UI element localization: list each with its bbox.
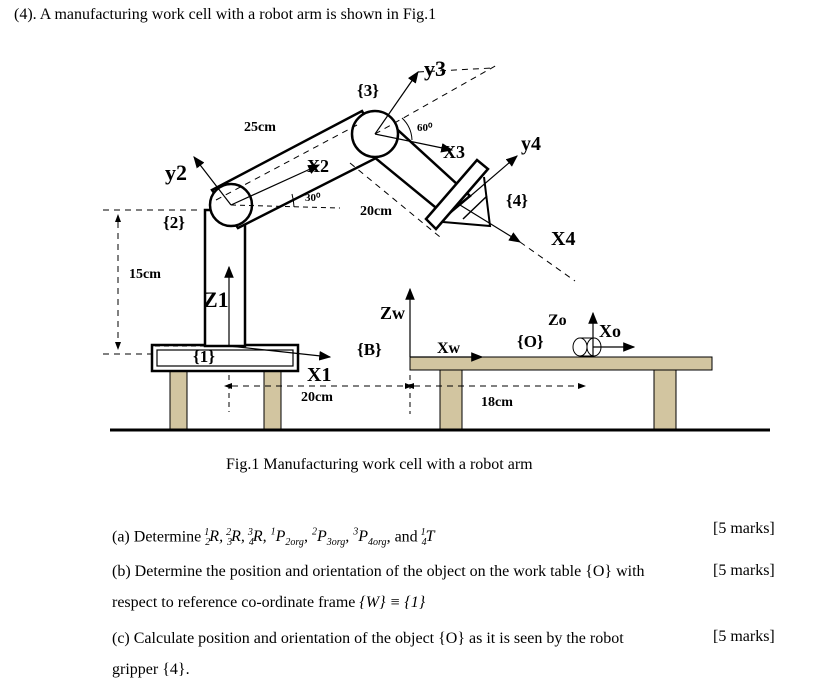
angle-30-label: 30⁰ (305, 192, 321, 204)
xo-label: Xo (599, 321, 621, 341)
z1-label: Z1 (203, 287, 229, 312)
zw-label: Zw (380, 303, 405, 323)
question-c-line2: gripper {4}. (112, 661, 190, 678)
frame-4-label: {4} (506, 191, 528, 210)
marks-b: [5 marks] (713, 562, 775, 579)
y3-label: y3 (424, 56, 446, 81)
xw-label: Xw (437, 340, 461, 357)
work-cell-diagram: {3} y3 60⁰ X3 y4 {4} X4 25cm y2 X2 30⁰ 2… (103, 56, 770, 432)
x3-axis (374, 133, 454, 153)
frame-3-label: {3} (357, 81, 379, 100)
frame-o-label: {O} (517, 332, 544, 351)
x2-label: X2 (307, 156, 329, 176)
robot-base-leg-right (263, 370, 282, 430)
figure-caption: Fig.1 Manufacturing work cell with a rob… (226, 456, 533, 473)
object (572, 337, 588, 357)
question-a: (a) Determine 21R, 32R, 43R, 1P2org, 2P3… (112, 527, 435, 549)
link-3-length-label: 20cm (360, 204, 392, 219)
y4-axis (459, 155, 518, 206)
frame-1-label: {1} (193, 347, 215, 366)
gripper-fingers (442, 176, 492, 228)
y4-label: y4 (521, 133, 541, 155)
question-c-line1: (c) Calculate position and orientation o… (112, 630, 624, 647)
work-table-top (409, 356, 713, 371)
frame-b-label: {B} (357, 340, 382, 359)
table-offset-label: 18cm (481, 395, 513, 410)
x1-axis (228, 345, 332, 361)
gripper-plate (424, 158, 490, 231)
zo-label: Zo (548, 312, 567, 329)
frame-2-label: {2} (163, 213, 185, 232)
robot-base (150, 343, 300, 373)
link-2-length-label: 25cm (244, 120, 276, 135)
robot-base-leg-left (169, 370, 188, 430)
x2-axis (230, 164, 321, 206)
y2-label: y2 (165, 160, 187, 185)
x3-label: X3 (443, 142, 465, 162)
problem-title: (4). A manufacturing work cell with a ro… (14, 6, 437, 23)
link-1 (203, 208, 247, 348)
question-b-line2: respect to reference co-ordinate frame {… (112, 594, 426, 611)
marks-c: [5 marks] (713, 628, 775, 645)
y2-axis (193, 156, 232, 206)
work-table-leg-left (439, 369, 463, 430)
y3-axis (374, 71, 419, 135)
x1-label: X1 (307, 364, 331, 386)
marks-a: [5 marks] (713, 520, 775, 537)
work-table-leg-right (653, 369, 677, 430)
angle-60-label: 60⁰ (417, 122, 433, 134)
height-15cm-label: 15cm (129, 267, 161, 282)
base-offset-label: 20cm (301, 390, 333, 405)
question-b-line1: (b) Determine the position and orientati… (112, 563, 645, 580)
x4-axis (459, 204, 522, 243)
x4-label: X4 (551, 228, 575, 250)
